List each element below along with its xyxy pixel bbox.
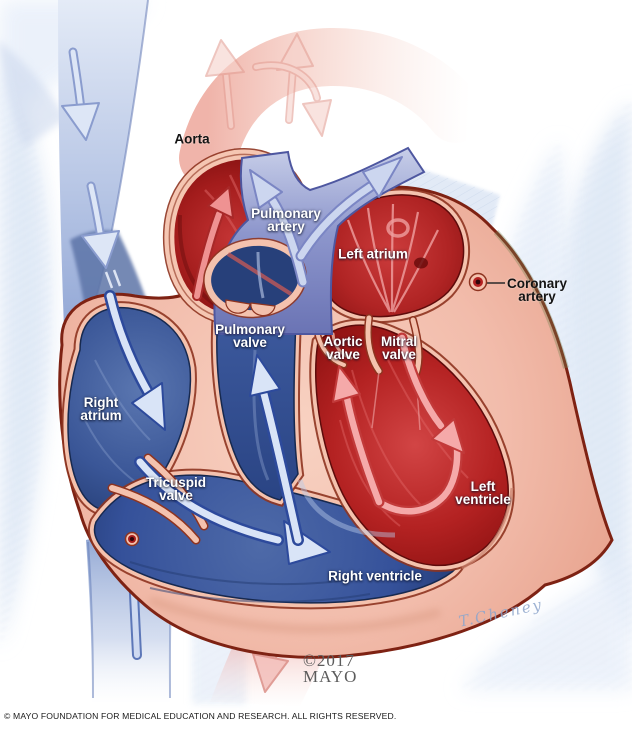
pulmonary-valve-cusps <box>225 299 276 317</box>
right-lung-hatching <box>555 100 632 640</box>
mitral-flow-arrow-icon <box>396 332 465 454</box>
rv-to-pulmonary-valve-flow-arrow-icon <box>249 354 304 546</box>
left-lung-hatching <box>0 70 52 650</box>
coronary-artery-cross-section <box>124 531 140 547</box>
coronary-arteries <box>124 272 505 547</box>
label-right-ventricle: Right ventricle <box>328 568 422 584</box>
pulmonary-vein-openings <box>346 203 439 313</box>
right-heart-flow-arrows <box>104 290 396 565</box>
aorta-flow-arrow-icon <box>192 186 234 301</box>
label-aorta: Aorta <box>174 131 210 147</box>
svc-flow-arrow-icon <box>81 181 120 269</box>
pulmonary-artery-flow-arrow-icon <box>249 156 403 288</box>
pulmonary-artery <box>203 146 426 335</box>
svc-flow-arrow-icon <box>61 47 100 141</box>
left-heart-flow-arrows <box>332 332 465 517</box>
coronary-artery-cross-section <box>468 272 488 292</box>
aorta-arch-band <box>179 28 485 187</box>
footer-copyright-line: © MAYO FOUNDATION FOR MEDICAL EDUCATION … <box>4 711 397 721</box>
tricuspid-valve-leaflets <box>107 453 209 545</box>
svc-to-ra-flow-arrow-icon <box>104 290 166 431</box>
aorta-arch <box>179 28 485 187</box>
lv-to-aortic-valve-flow-arrow-icon <box>332 365 385 508</box>
aortic-valve-leaflets <box>313 327 353 369</box>
label-left-atrium: Left atrium <box>338 246 408 262</box>
arch-branch-flow-arrows <box>205 33 332 137</box>
tricuspid-flow-arrow-icon <box>134 456 331 565</box>
